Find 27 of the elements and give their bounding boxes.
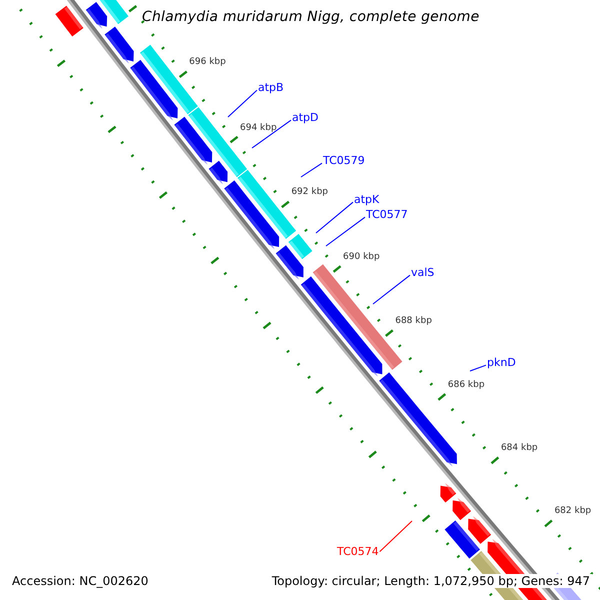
gene-label: TC0574 xyxy=(337,545,379,558)
leader-line xyxy=(252,120,292,148)
tick-label: 690 kbp xyxy=(343,252,380,263)
tick-label: 694 kbp xyxy=(240,122,277,134)
map-title: Chlamydia muridarum Nigg, complete genome xyxy=(142,9,480,26)
gene-label: TC0577 xyxy=(366,208,408,222)
tick-label: 686 kbp xyxy=(448,380,485,391)
leader-line xyxy=(379,520,412,552)
tick-label: 696 kbp xyxy=(189,57,226,68)
footer-text: Accession: NC_002620 xyxy=(10,574,150,588)
gene-label: TC0579 xyxy=(323,154,365,168)
leader-line xyxy=(228,90,258,118)
tick-label: 684 kbp xyxy=(500,443,538,454)
leader-line xyxy=(372,274,410,304)
tick-label: 692 kbp xyxy=(291,187,328,198)
leader-line xyxy=(470,364,486,372)
leader-line xyxy=(326,216,366,246)
gene-label: atpD xyxy=(292,111,319,124)
leader-line xyxy=(300,162,322,178)
gene-label: atpB xyxy=(258,81,284,94)
tick-label: 688 kbp xyxy=(395,316,432,327)
gene-label: atpK xyxy=(354,193,380,206)
footer-text: Topology: circular; Length: 1,072,950 bp; Genes: 947 xyxy=(270,574,592,588)
leader-line xyxy=(316,202,354,234)
gene-label: pknD xyxy=(487,356,516,370)
gene-label: valS xyxy=(411,266,434,280)
tick-label: 682 kbp xyxy=(554,506,592,518)
